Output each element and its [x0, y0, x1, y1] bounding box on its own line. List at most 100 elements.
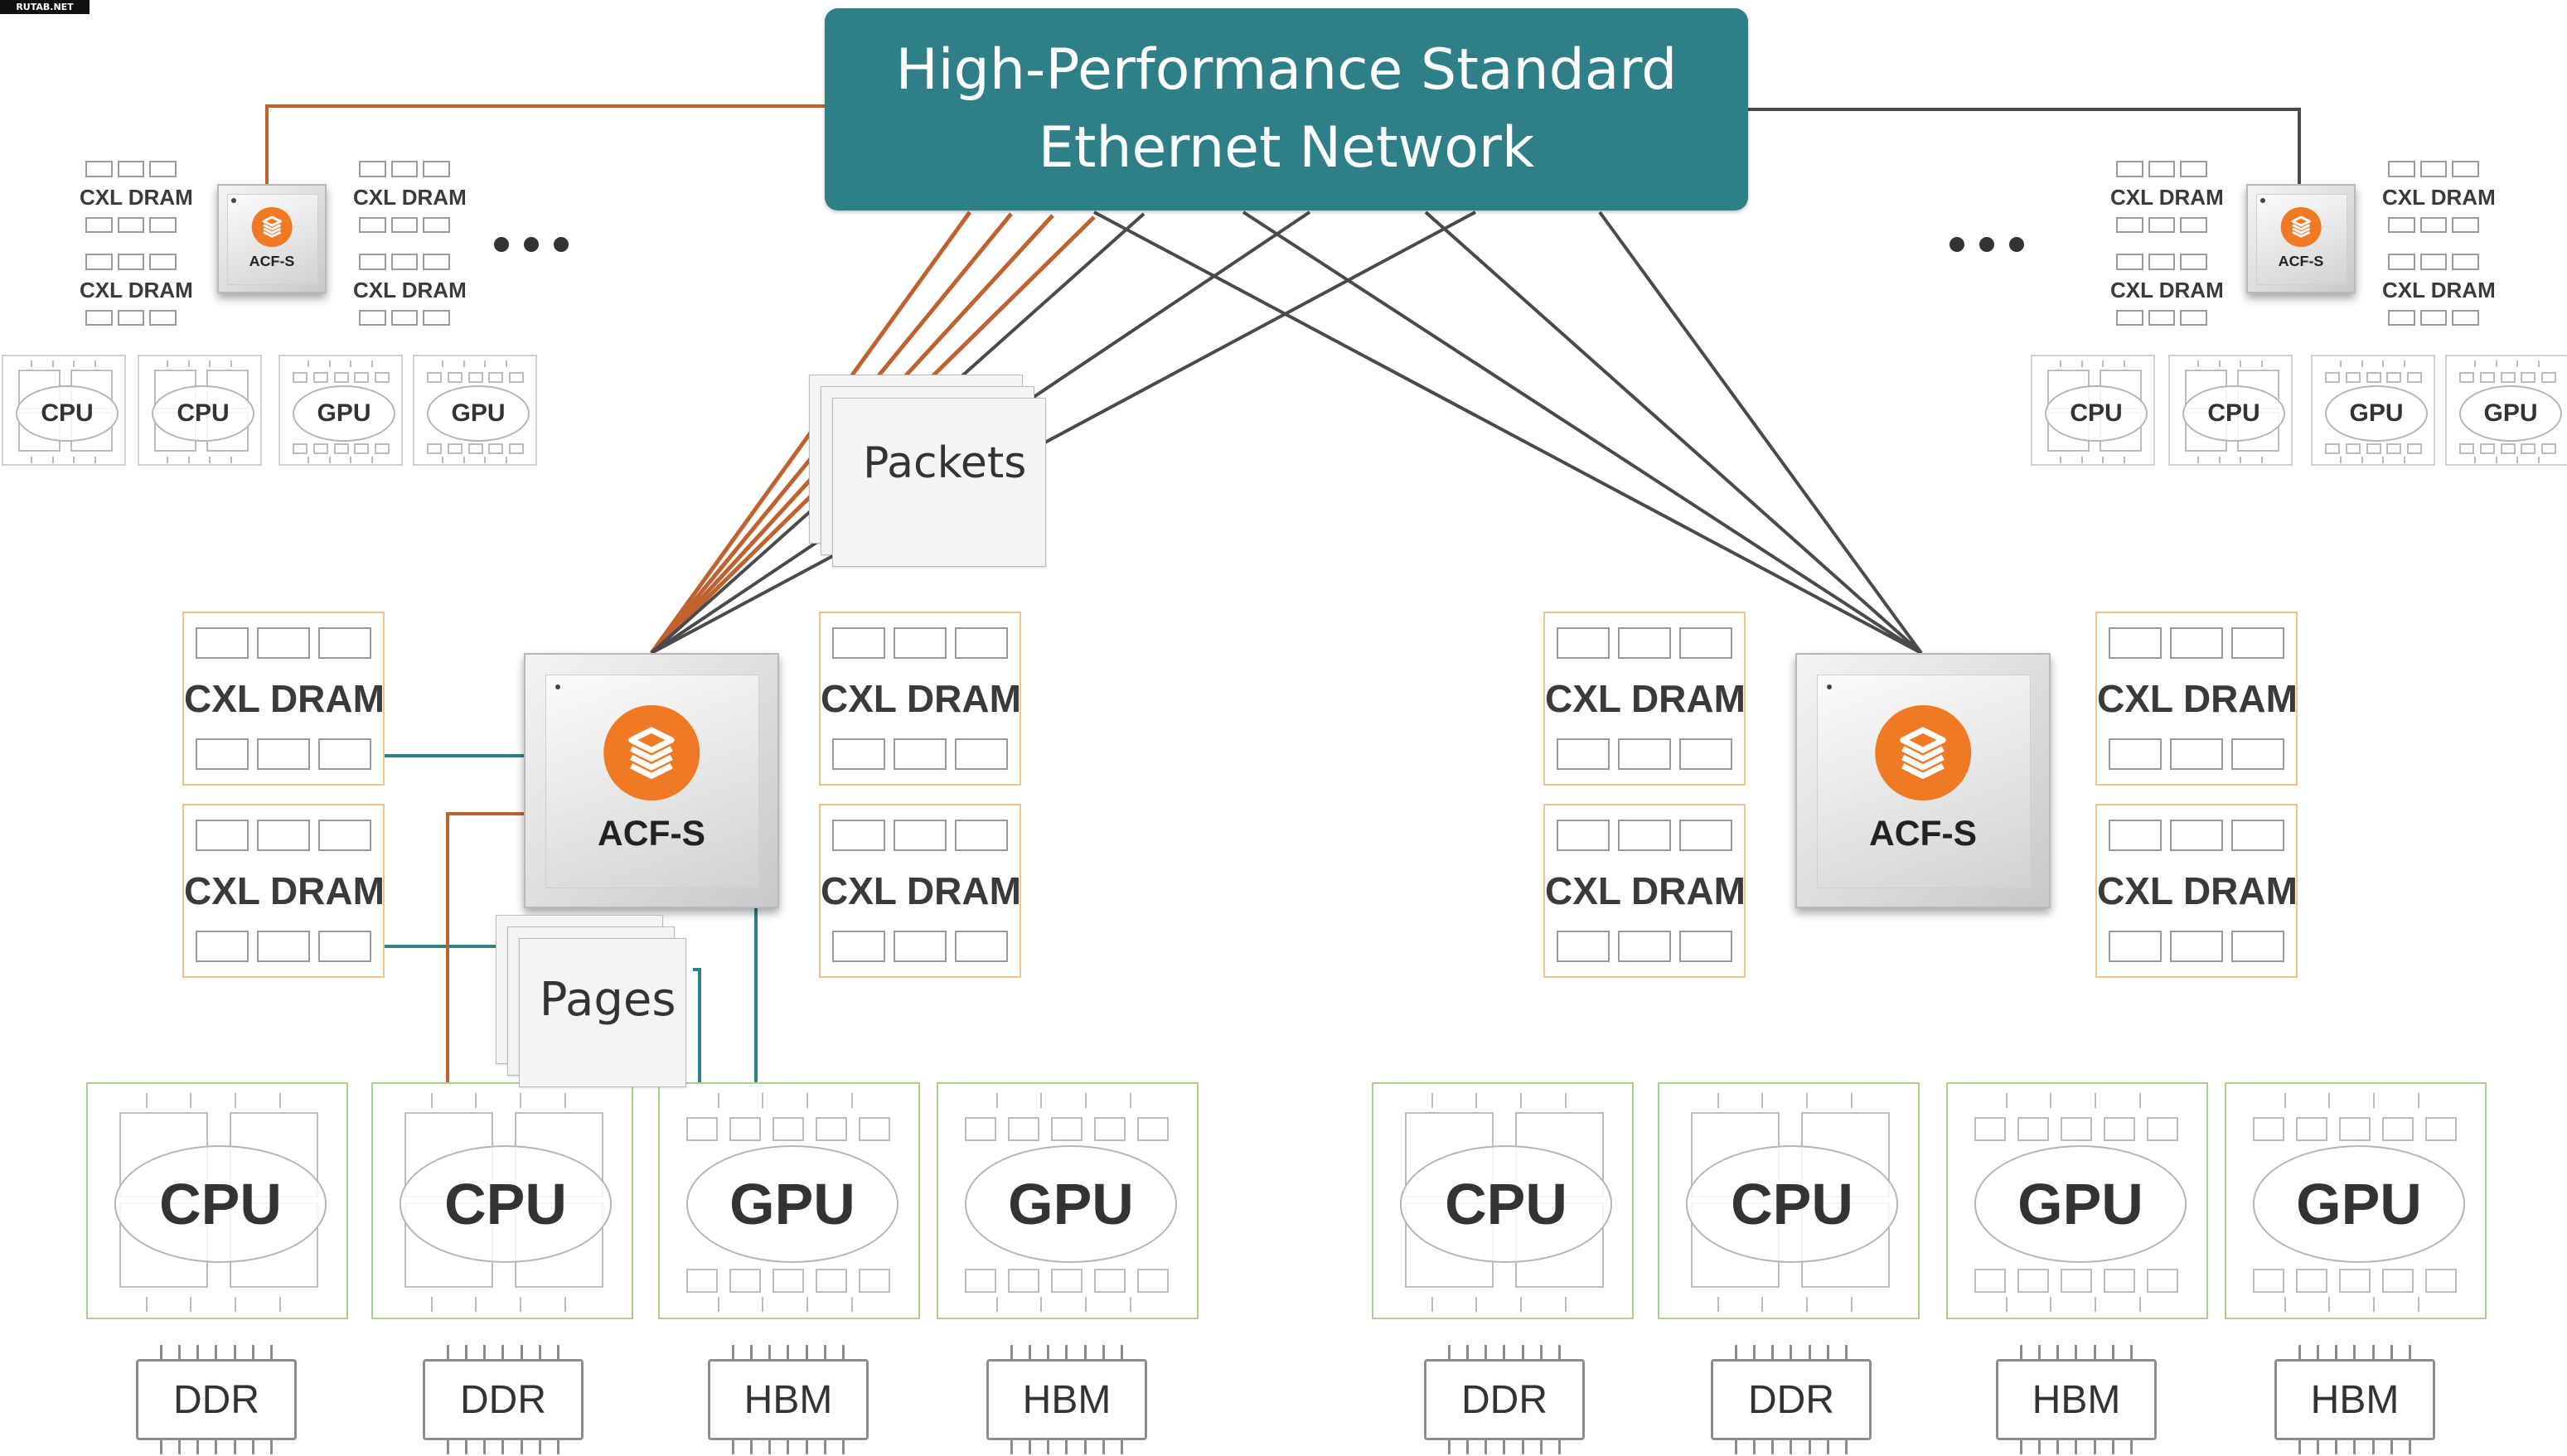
memory-pin	[2371, 1439, 2375, 1454]
package-pin	[1564, 1093, 1567, 1108]
dram-chip	[955, 819, 1008, 851]
hbm-stack-block	[1007, 1269, 1039, 1293]
package-pin	[2284, 1093, 2286, 1108]
dram-chip	[359, 161, 386, 177]
package-pin	[187, 360, 190, 368]
memory-pin	[2129, 1345, 2133, 1360]
hbm-stack-block	[2425, 1269, 2458, 1293]
memory-pin	[1010, 1439, 1014, 1454]
hbm-stack-block	[2459, 371, 2474, 384]
ddr-memory: DDR	[136, 1345, 297, 1454]
memory-pins	[2298, 1439, 2411, 1454]
package-pin	[1040, 1297, 1043, 1312]
package-pin	[463, 456, 465, 463]
package-pin	[2102, 456, 2104, 463]
dram-chip	[1557, 626, 1610, 659]
memory-pin	[1448, 1345, 1451, 1360]
package-pin	[2537, 360, 2540, 368]
package-pin	[308, 456, 309, 463]
memory-pin	[1735, 1345, 1738, 1360]
memory-pin	[1826, 1345, 1829, 1360]
dram-chip	[955, 738, 1008, 770]
dram-chip	[2116, 161, 2143, 177]
gpu-label: GPU	[2325, 385, 2428, 443]
memory-pin	[1826, 1439, 1829, 1454]
package-pin	[1805, 1093, 1808, 1108]
dram-chip	[2452, 254, 2479, 270]
hbm-stack-block	[2345, 443, 2361, 454]
hbm-stack-block	[685, 1269, 718, 1293]
dram-chip	[359, 310, 386, 327]
package-pin	[2005, 1297, 2008, 1312]
dram-chip	[149, 217, 177, 234]
dram-chip	[359, 254, 386, 270]
acf-logo-icon	[251, 206, 293, 248]
package-pin	[2361, 456, 2363, 463]
dram-chip	[2419, 254, 2448, 270]
package-pin	[2474, 360, 2476, 368]
gpu-label: GPU	[2459, 385, 2562, 443]
memory-pin	[1029, 1345, 1032, 1360]
dram-chip	[1679, 931, 1732, 962]
cpu-package: CPU	[2, 355, 126, 466]
dram-chip	[2231, 931, 2284, 962]
memory-pin	[1771, 1439, 1775, 1454]
memory-pin	[841, 1439, 845, 1454]
memory-pin	[483, 1345, 487, 1360]
memory-pin	[2056, 1345, 2060, 1360]
dram-chip-row	[359, 310, 450, 327]
dram-chip	[196, 738, 249, 770]
package-pin	[2495, 456, 2497, 463]
hbm-label: HBM	[2310, 1377, 2400, 1422]
cxl-dram-label: CXL DRAM	[821, 869, 1021, 913]
memory-pin	[160, 1439, 163, 1454]
ddr-memory: DDR	[1424, 1345, 1585, 1454]
dram-chip-row	[1557, 626, 1732, 659]
memory-pins	[2298, 1345, 2411, 1360]
memory-pins	[1448, 1345, 1561, 1360]
ethernet-network-box: High-Performance Standard Ethernet Netwo…	[825, 8, 1748, 210]
memory-pin	[1735, 1439, 1738, 1454]
hbm-label: HBM	[2032, 1377, 2121, 1422]
package-pin	[2240, 456, 2241, 463]
memory-pin	[2371, 1345, 2375, 1360]
hbm-stack-block	[2345, 371, 2361, 384]
dram-chip	[832, 819, 885, 851]
cpu-package: CPU	[2168, 355, 2293, 466]
hbm-stack-block	[2521, 371, 2536, 384]
memory-pin	[787, 1345, 790, 1360]
memory-pin	[750, 1439, 753, 1454]
package-pin	[234, 1297, 236, 1312]
memory-pin	[2335, 1345, 2338, 1360]
dram-chip	[2148, 310, 2176, 327]
dram-chip	[1679, 626, 1732, 659]
dram-chip-row	[1557, 931, 1732, 962]
cpu-label: CPU	[2182, 385, 2285, 443]
memory-pin	[538, 1439, 541, 1454]
acf-s-switch-main-right: ACF-S	[1795, 653, 2051, 908]
memory-pins	[447, 1345, 559, 1360]
package-pin	[2094, 1093, 2096, 1108]
cxl-dram-label: CXL DRAM	[2382, 277, 2496, 302]
dram-chip-row	[2388, 217, 2479, 234]
cxl-dram-module: CXL DRAM	[1543, 804, 1746, 978]
dram-chip	[894, 626, 947, 659]
uplink-remote-left	[265, 104, 825, 184]
dram-chip	[894, 819, 947, 851]
dram-chip	[1618, 738, 1671, 770]
memory-pin	[1485, 1439, 1488, 1454]
hbm-stack-block	[2325, 443, 2340, 454]
ddr-label: DDR	[1461, 1377, 1547, 1422]
memory-pin	[1539, 1439, 1543, 1454]
package-pin	[1475, 1297, 1478, 1312]
hbm-stack-block	[354, 443, 370, 454]
dram-chip	[390, 217, 419, 234]
packets-stack-label: Packets	[863, 438, 1027, 489]
dram-chip	[2452, 161, 2479, 177]
dram-chip-row	[359, 254, 450, 270]
package-pin	[31, 456, 32, 463]
hbm-stack-block	[1974, 1269, 2006, 1293]
hbm-stack-block	[1050, 1269, 1082, 1293]
cxl-dram-module: CXL DRAM	[2382, 154, 2496, 242]
dram-chip-row	[2116, 310, 2207, 327]
